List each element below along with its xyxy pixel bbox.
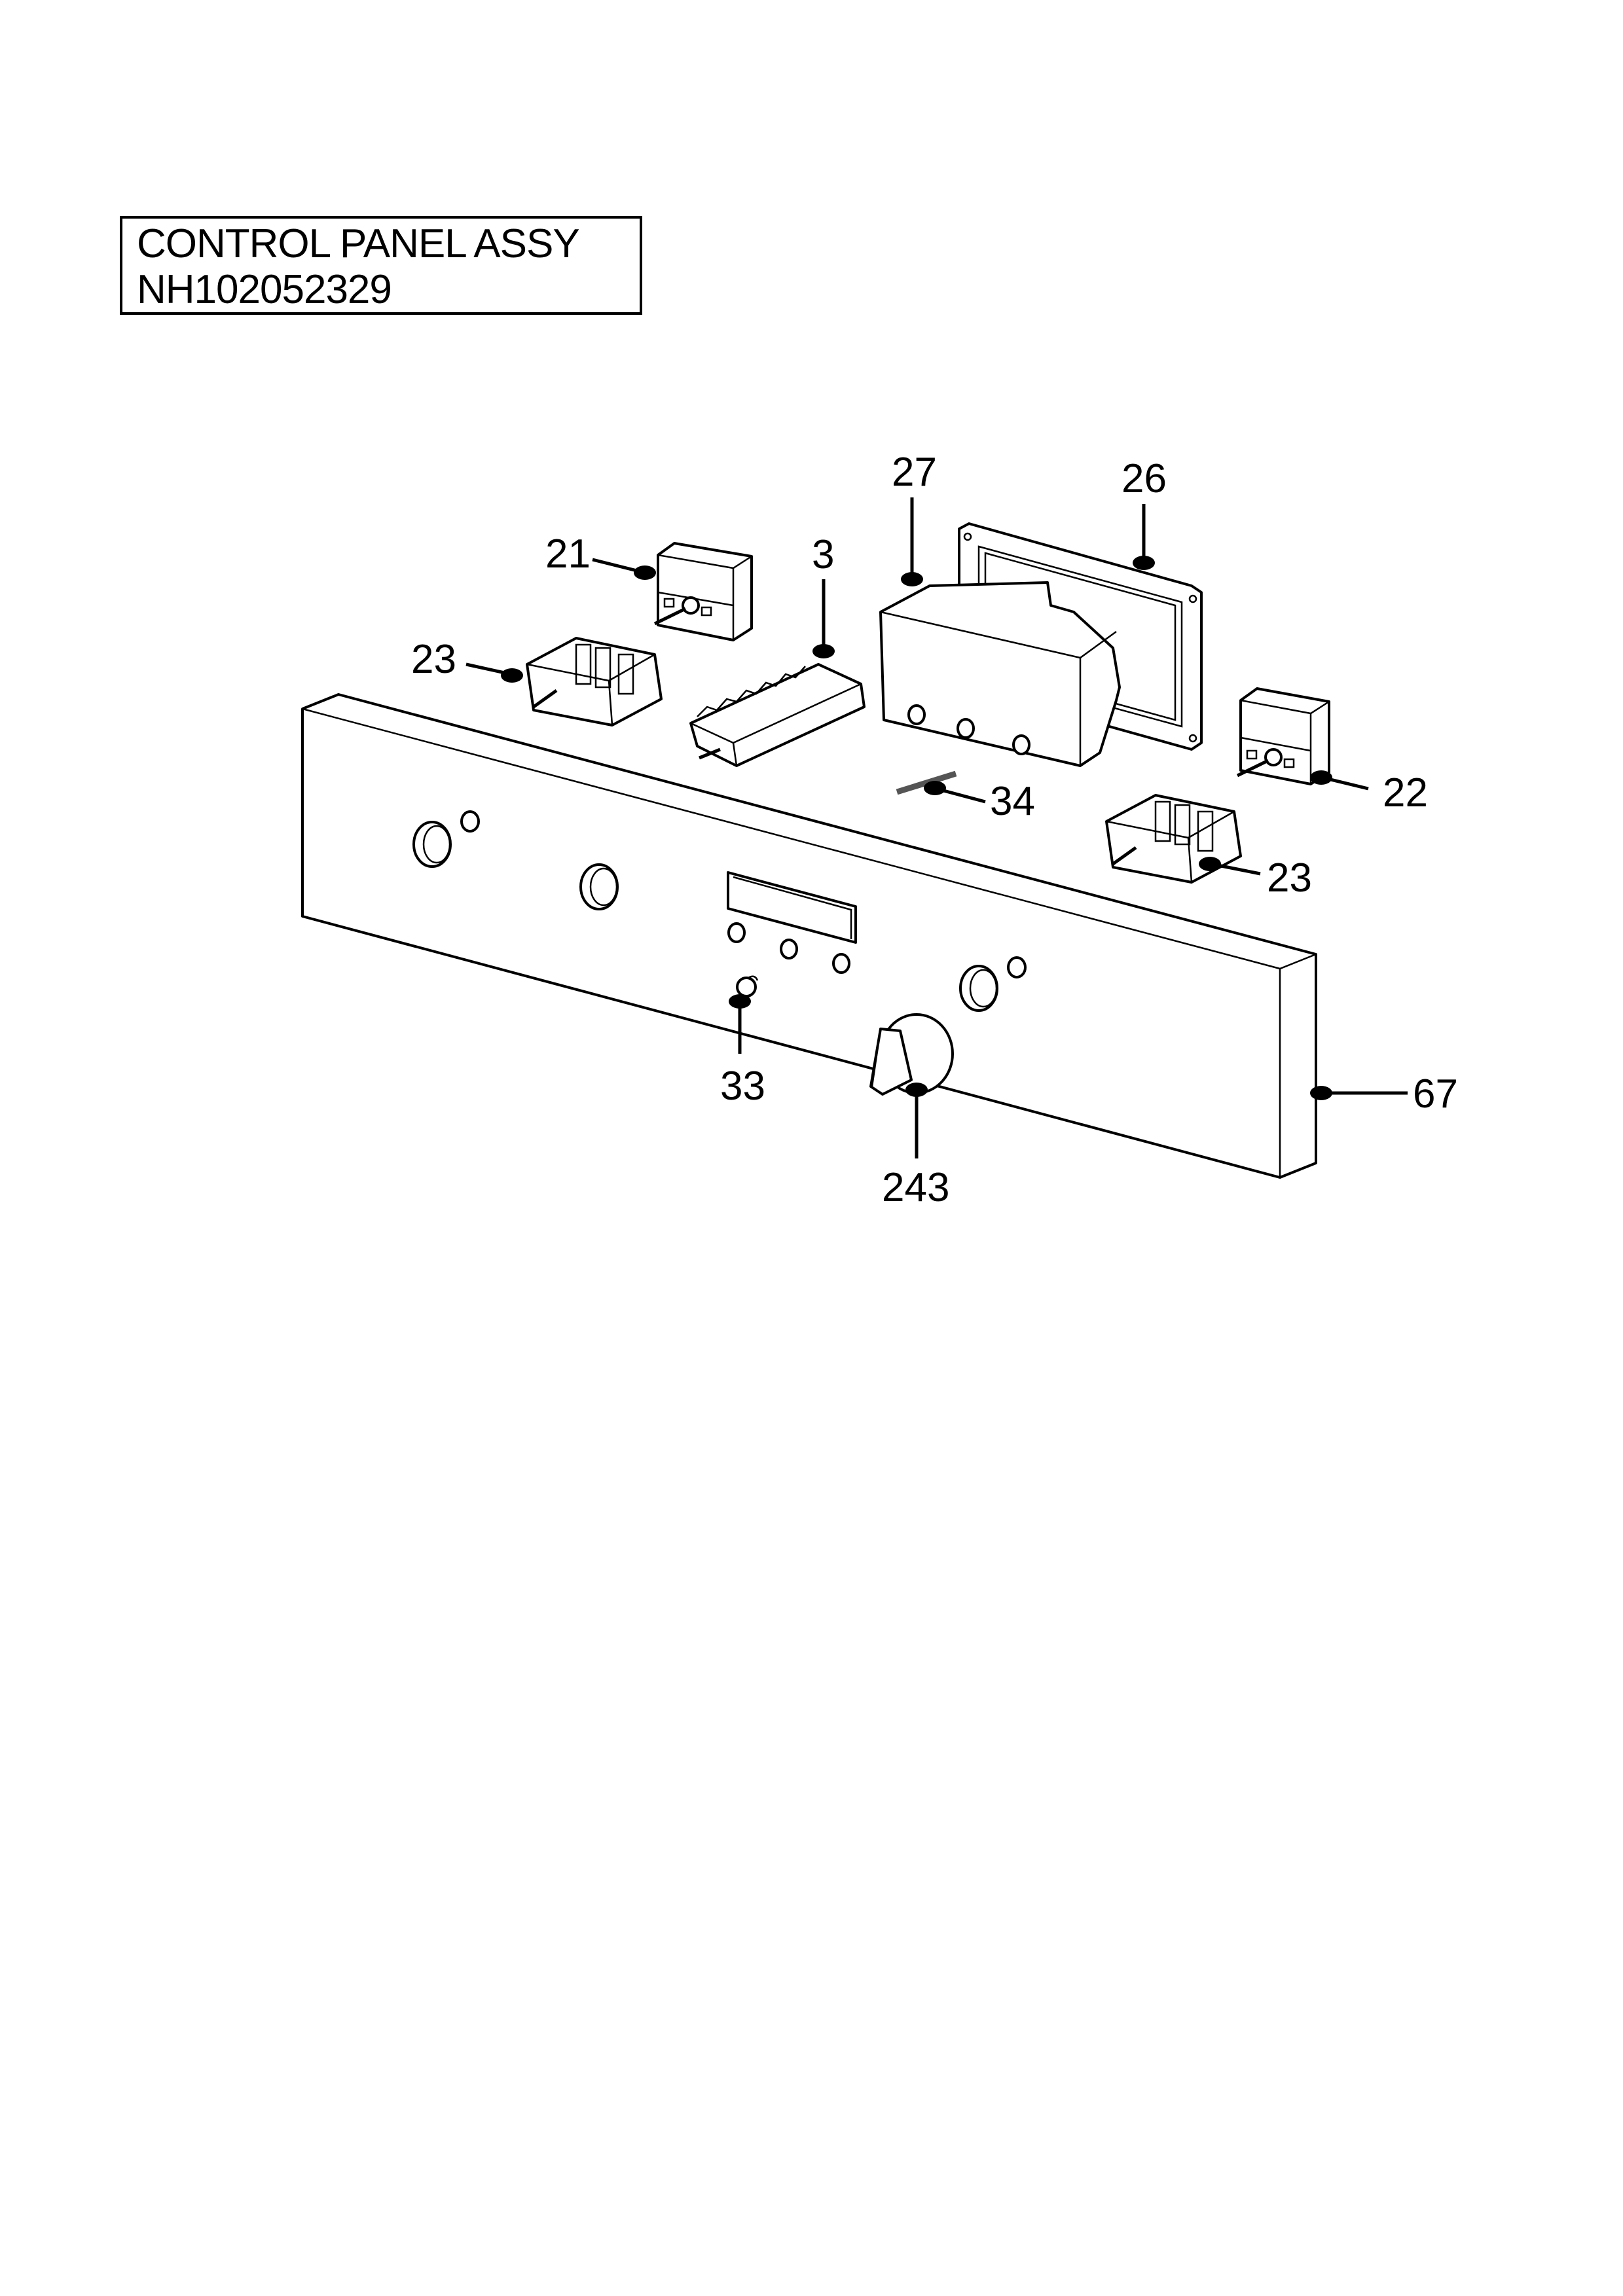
selector-switch-23-right (1105, 794, 1242, 884)
callout-243: 243 (882, 1165, 949, 1210)
callout-21: 21 (545, 531, 591, 577)
rod-34 (896, 770, 957, 795)
display-housing (879, 581, 1121, 767)
selector-switch-23-left (526, 637, 663, 726)
callout-33: 33 (720, 1064, 765, 1109)
callout-27: 27 (892, 450, 937, 495)
control-knob (869, 1013, 954, 1096)
callout-leaders (465, 497, 1408, 1158)
callout-34: 34 (990, 779, 1035, 824)
indicator-lamp (736, 975, 759, 997)
thermostat-21 (653, 542, 753, 641)
callout-23-right: 23 (1267, 855, 1312, 901)
callout-22: 22 (1383, 770, 1428, 816)
thermostat-22 (1236, 687, 1330, 785)
assembly-number: NH102052329 (137, 267, 392, 312)
callout-67: 67 (1413, 1071, 1458, 1117)
diagram-title-box: CONTROL PANEL ASSY NH102052329 (120, 216, 642, 315)
assembly-name: CONTROL PANEL ASSY (137, 221, 580, 266)
control-panel-fascia (301, 693, 1317, 1179)
callout-23-left: 23 (411, 637, 456, 682)
callout-26: 26 (1122, 456, 1167, 501)
callout-3: 3 (812, 532, 834, 577)
multi-switch-3 (689, 663, 866, 767)
